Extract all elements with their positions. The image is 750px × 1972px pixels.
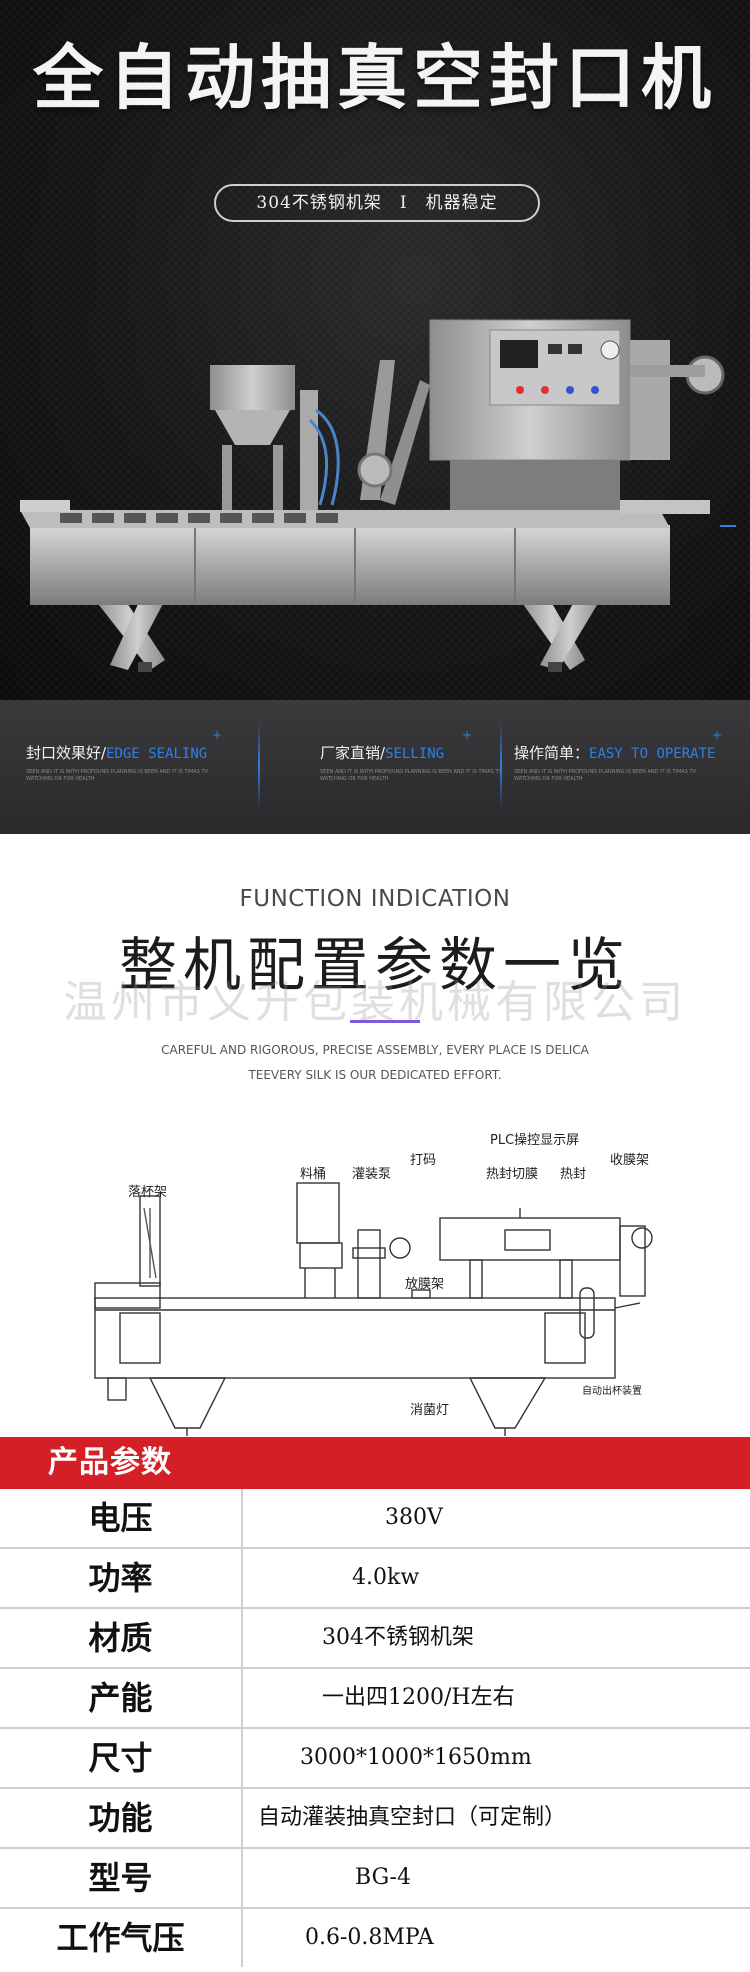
feature-divider	[500, 722, 502, 808]
feature-subtext: SEEN AND IT IS WITH PROFOUND PLANNING IS…	[26, 769, 208, 782]
plus-icon: +	[462, 728, 473, 742]
param-row-model: 型号 BG-4	[0, 1849, 750, 1909]
hero-title: 全自动抽真空封口机	[33, 36, 717, 119]
param-key: 电压	[0, 1489, 243, 1547]
feature-title: 操作简单：EASY TO OPERATE	[514, 742, 724, 763]
hero-banner: 全自动抽真空封口机 304不锈钢机架 I 机器稳定	[0, 0, 750, 700]
label-bucket: 料桶	[300, 1167, 326, 1182]
feature-title-en: EASY TO OPERATE	[589, 746, 716, 762]
feature-title-en: EDGE SEALING	[106, 746, 208, 762]
diagram-labels: 落杯架 料桶 灌装泵 打码 PLC操控显示屏 热封切膜 热封 收膜架 放膜架 自…	[128, 1132, 649, 1418]
param-value: 0.6-0.8MPA	[305, 1925, 434, 1950]
param-value: 380V	[385, 1505, 443, 1530]
label-auto-out: 自动出杯装置	[582, 1384, 642, 1397]
label-film-collect: 收膜架	[610, 1153, 649, 1168]
function-description: CAREFUL AND RIGOROUS, PRECISE ASSEMBLY, …	[0, 1038, 750, 1088]
function-cn-title: 整机配置参数一览	[118, 931, 631, 999]
feature-operate: 操作简单：EASY TO OPERATE + SEEN AND IT IS WI…	[514, 728, 724, 812]
feature-selling: 厂家直销/SELLING + SEEN AND IT IS WITH PROFO…	[320, 728, 530, 812]
param-key: 产能	[0, 1669, 243, 1727]
label-plc: PLC操控显示屏	[490, 1132, 579, 1148]
param-value: 3000*1000*1650mm	[300, 1745, 532, 1770]
feature-title: 厂家直销/SELLING	[320, 742, 530, 763]
function-desc-line2: TEEVERY SILK IS OUR DEDICATED EFFORT.	[248, 1068, 502, 1082]
machine-photo	[20, 319, 736, 672]
param-key: 型号	[0, 1849, 243, 1907]
param-row-material: 材质 304不锈钢机架	[0, 1609, 750, 1669]
param-row-size: 尺寸 3000*1000*1650mm	[0, 1729, 750, 1789]
param-key: 功能	[0, 1789, 243, 1847]
label-film-release: 放膜架	[405, 1277, 444, 1292]
param-key: 材质	[0, 1609, 243, 1667]
label-heat-seal: 热封	[560, 1167, 586, 1182]
param-key: 尺寸	[0, 1729, 243, 1787]
feature-title-cn: 操作简单：	[514, 744, 590, 762]
hero-pill: 304不锈钢机架 I 机器稳定	[214, 184, 540, 222]
feature-title: 封口效果好/EDGE SEALING	[26, 742, 236, 763]
param-row-voltage: 电压 380V	[0, 1489, 750, 1549]
param-row-air-pressure: 工作气压 0.6-0.8MPA	[0, 1909, 750, 1969]
param-key: 工作气压	[0, 1909, 243, 1967]
param-row-power: 功率 4.0kw	[0, 1549, 750, 1609]
feature-subtext: SEEN AND IT IS WITH PROFOUND PLANNING IS…	[514, 769, 696, 782]
params-header: 产品参数	[0, 1437, 750, 1489]
feature-subtext: SEEN AND IT IS WITH PROFOUND PLANNING IS…	[320, 769, 502, 782]
param-value: 304不锈钢机架	[322, 1625, 474, 1650]
param-value: BG-4	[355, 1865, 411, 1890]
param-row-function: 功能 自动灌装抽真空封口（可定制）	[0, 1789, 750, 1849]
title-underline	[350, 1020, 420, 1023]
label-heat-cut: 热封切膜	[486, 1167, 538, 1182]
label-coding: 打码	[410, 1153, 436, 1168]
feature-title-en: SELLING	[385, 746, 445, 762]
company-watermark: 温州市义升包装机械有限公司	[63, 977, 687, 1028]
features-strip: 封口效果好/EDGE SEALING + SEEN AND IT IS WITH…	[0, 700, 750, 834]
param-key: 功率	[0, 1549, 243, 1607]
feature-sealing: 封口效果好/EDGE SEALING + SEEN AND IT IS WITH…	[26, 728, 236, 812]
param-value: 一出四1200/H左右	[322, 1685, 515, 1710]
plus-icon: +	[212, 728, 223, 742]
param-value: 自动灌装抽真空封口（可定制）	[258, 1805, 567, 1830]
param-value: 4.0kw	[352, 1565, 420, 1590]
machine-diagram: 落杯架 料桶 灌装泵 打码 PLC操控显示屏 热封切膜 热封 收膜架 放膜架 自…	[94, 1132, 653, 1436]
feature-title-cn: 厂家直销/	[320, 744, 386, 762]
function-en-title: FUNCTION INDICATION	[239, 886, 511, 912]
label-cup-drop: 落杯架	[128, 1185, 167, 1200]
param-row-capacity: 产能 一出四1200/H左右	[0, 1669, 750, 1729]
label-filling-pump: 灌装泵	[352, 1167, 391, 1182]
function-desc-line1: CAREFUL AND RIGOROUS, PRECISE ASSEMBLY, …	[161, 1043, 589, 1057]
plus-icon: +	[712, 728, 723, 742]
label-sterilize: 消菌灯	[410, 1403, 449, 1418]
feature-divider	[258, 722, 260, 808]
feature-title-cn: 封口效果好/	[26, 744, 107, 762]
